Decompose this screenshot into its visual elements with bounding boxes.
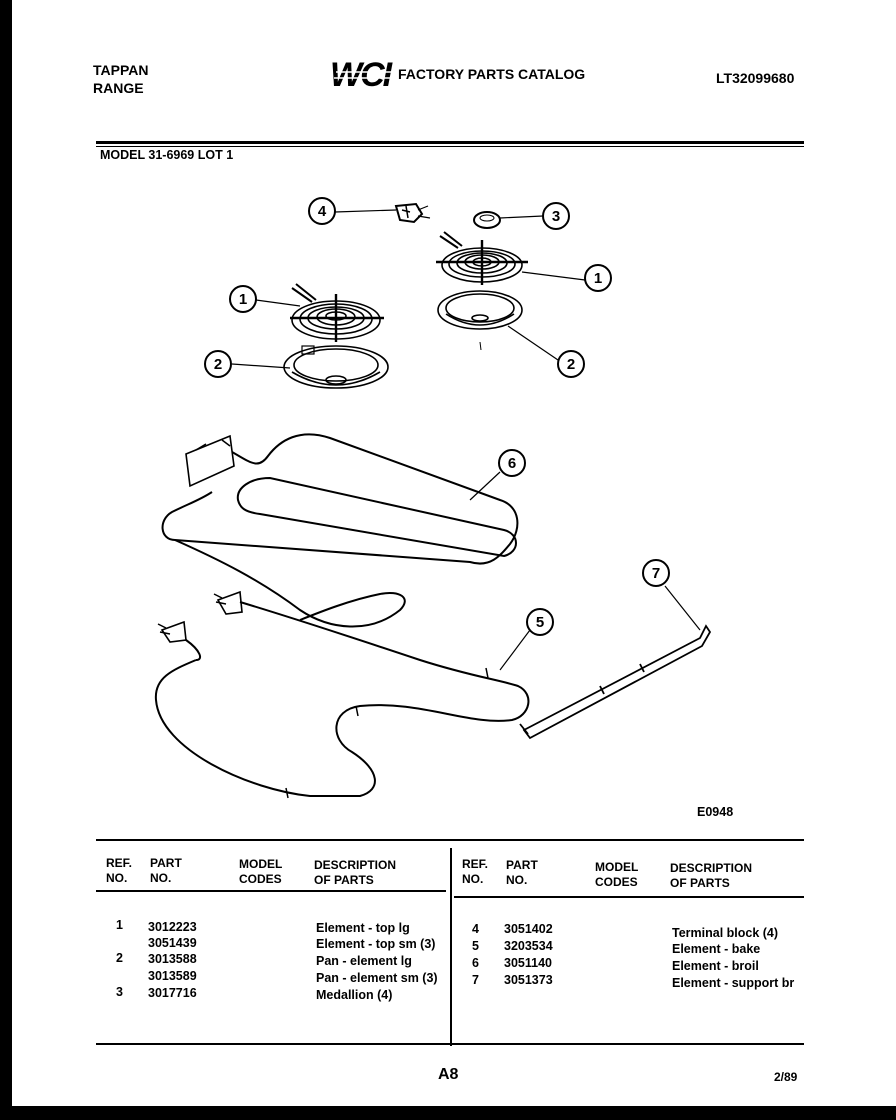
catalog-date: 2/89 [774, 1070, 798, 1084]
col-model-codes: MODEL CODES [595, 860, 639, 889]
col-model-codes: MODEL CODES [239, 857, 283, 886]
row-ref: 5 [472, 939, 479, 953]
product-type: RANGE [93, 80, 144, 96]
callout-label: 5 [536, 614, 544, 631]
row-desc: Pan - element sm (3) [316, 971, 438, 985]
header-rule-thin [96, 146, 804, 147]
row-desc: Terminal block (4) [672, 926, 779, 940]
page-code: A8 [438, 1066, 459, 1083]
callout-circle-1-right [584, 264, 612, 292]
figure-code: E0948 [697, 805, 734, 819]
callout-label: 1 [594, 270, 602, 287]
row-ref: 6 [472, 956, 479, 970]
callout-label: 2 [567, 356, 575, 373]
callout-circle-3 [542, 202, 570, 230]
drip-pan-left [283, 345, 389, 389]
row-part: 3051140 [504, 956, 552, 970]
row-part: 3017716 [148, 986, 197, 1000]
col-part-no: PART NO. [506, 858, 538, 887]
catalog-page [12, 0, 896, 1106]
row-ref: 7 [472, 973, 479, 987]
broil-element [161, 433, 519, 628]
callout-circle-2-right [557, 350, 585, 378]
row-desc: Element - bake [672, 942, 761, 956]
row-ref: 3 [116, 985, 123, 999]
drip-pan-right [437, 290, 523, 351]
row-ref: 1 [116, 918, 123, 932]
col-description: DESCRIPTION OF PARTS [314, 858, 397, 887]
callout-circle-2-left [204, 350, 232, 378]
row-ref: 2 [116, 951, 123, 965]
callout-circle-6 [498, 449, 526, 477]
medallion [473, 211, 501, 229]
table-bottom-rule [96, 1043, 804, 1045]
col-ref-no: REF. NO. [462, 857, 489, 886]
table-header-rule-left [96, 890, 446, 892]
table-divider [450, 848, 452, 1046]
row-part: 3012223 [148, 920, 197, 934]
col-description: DESCRIPTION OF PARTS [670, 861, 753, 890]
row-desc: Element - broil [672, 959, 759, 973]
catalog-title: FACTORY PARTS CATALOG [398, 66, 586, 82]
callout-label: 1 [239, 291, 247, 308]
row-part: 3051373 [504, 973, 553, 987]
terminal-block [394, 202, 431, 224]
callout-circle-4 [308, 197, 336, 225]
callout-circle-7 [642, 559, 670, 587]
col-ref-no: REF. NO. [106, 856, 133, 885]
burner-element-right [436, 231, 528, 285]
row-part: 3013588 [148, 952, 197, 966]
burner-element-left [290, 283, 384, 342]
catalog-number: LT32099680 [716, 70, 795, 86]
row-part: 3013589 [148, 969, 197, 983]
callout-label: 2 [214, 356, 222, 373]
row-desc: Element - top lg [316, 921, 410, 935]
bake-element [154, 590, 530, 799]
row-part: 3051402 [504, 922, 553, 936]
row-part: 3051439 [148, 936, 197, 950]
callout-label: 7 [652, 565, 660, 582]
row-desc: Pan - element lg [316, 954, 412, 968]
table-top-rule [96, 839, 804, 841]
callout-circle-1-left [229, 285, 257, 313]
col-part-no: PART NO. [150, 856, 182, 885]
callout-circle-5 [526, 608, 554, 636]
row-desc: Medallion (4) [316, 988, 393, 1002]
model-line: MODEL 31-6969 LOT 1 [100, 148, 234, 162]
row-desc: Element - support br [672, 976, 795, 990]
callout-label: 6 [508, 455, 516, 472]
row-ref: 4 [472, 922, 479, 936]
row-desc: Element - top sm (3) [316, 937, 436, 951]
brand-name: TAPPAN [93, 62, 149, 78]
header-rule [96, 141, 804, 144]
table-header-rule-right [454, 896, 804, 898]
leader-lines [231, 209, 701, 671]
callout-label: 3 [552, 208, 560, 225]
support-bracket [519, 624, 712, 740]
row-part: 3203534 [504, 939, 553, 953]
callout-label: 4 [318, 203, 327, 220]
